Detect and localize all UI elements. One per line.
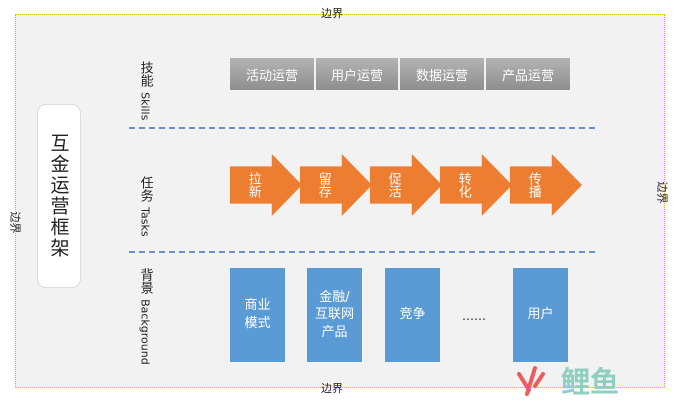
background-label: 竞争 <box>399 307 426 323</box>
background-box: 竞争 <box>385 268 440 362</box>
row-label-skills: 技能 Skills <box>136 61 154 120</box>
task-label: 拉新 <box>245 172 261 198</box>
skill-box: 用户运营 <box>316 58 398 90</box>
task-label: 转化 <box>455 172 471 198</box>
task-label: 促活 <box>385 172 401 198</box>
skill-box: 数据运营 <box>400 58 484 90</box>
row-label-skills-en: Skills <box>138 92 152 121</box>
row-label-tasks: 任务 Tasks <box>136 176 154 237</box>
divider-skills-tasks <box>129 127 595 129</box>
row-label-skills-cn: 技能 <box>137 61 153 87</box>
row-label-tasks-cn: 任务 <box>137 176 153 202</box>
framework-title-box: 互金运营框架 <box>37 104 81 288</box>
watermark-logo: 鲤鱼 <box>517 365 619 399</box>
task-label: 传播 <box>525 172 541 198</box>
boundary-label-top: 边界 <box>321 7 343 20</box>
row-label-background: 背景 Background <box>136 268 154 365</box>
background-box: 金融/ 互联网 产品 <box>307 268 362 362</box>
row-label-background-en: Background <box>138 299 152 365</box>
background-label: 商业 模式 <box>244 298 271 331</box>
row-label-tasks-en: Tasks <box>138 207 152 237</box>
background-box: 商业 模式 <box>230 268 285 362</box>
boundary-label-left: 边界 <box>8 211 22 234</box>
skill-box: 产品运营 <box>486 58 570 90</box>
boundary-label-right: 边界 <box>655 181 669 204</box>
row-label-background-cn: 背景 <box>137 268 153 294</box>
watermark-fire-mark <box>517 366 545 396</box>
boundary-label-bottom: 边界 <box>321 382 343 395</box>
divider-tasks-background <box>129 251 595 253</box>
skill-box: 活动运营 <box>230 58 314 90</box>
background-label: 用户 <box>527 307 554 323</box>
watermark-text: 鲤鱼 <box>561 365 619 399</box>
framework-title: 互金运营框架 <box>47 133 70 259</box>
background-label: 金融/ 互联网 产品 <box>314 289 354 340</box>
task-label: 留存 <box>315 172 331 198</box>
background-ellipsis: …… <box>462 309 486 323</box>
background-box: 用户 <box>513 268 568 362</box>
